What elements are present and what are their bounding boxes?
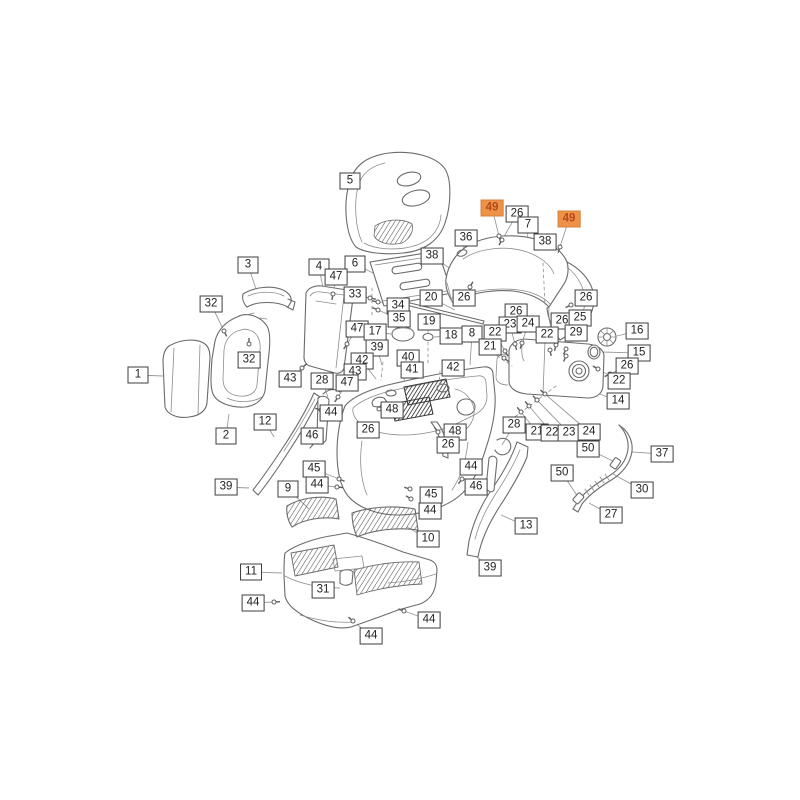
part-label-7[interactable]: 7 (517, 216, 539, 234)
part-label-44[interactable]: 44 (417, 611, 441, 629)
part-fuel-cap (391, 326, 434, 366)
part-grille-right (351, 506, 419, 538)
part-label-10[interactable]: 10 (416, 530, 440, 548)
part-label-36[interactable]: 36 (454, 229, 478, 247)
part-label-48[interactable]: 48 (443, 423, 467, 441)
part-label-17[interactable]: 17 (363, 323, 387, 341)
part-seat (345, 151, 451, 273)
fastener-glyphs (221, 233, 613, 624)
part-label-48[interactable]: 48 (380, 401, 404, 419)
part-label-41[interactable]: 41 (400, 361, 424, 379)
part-label-45[interactable]: 45 (419, 486, 443, 504)
part-label-49-highlighted[interactable]: 49 (557, 210, 581, 228)
part-support-rod (405, 301, 485, 325)
part-label-34[interactable]: 34 (386, 297, 410, 315)
part-label-44[interactable]: 44 (418, 502, 442, 520)
part-label-22[interactable]: 22 (535, 326, 559, 344)
part-label-28[interactable]: 28 (502, 416, 526, 434)
part-label-22[interactable]: 22 (483, 324, 507, 342)
part-label-44[interactable]: 44 (319, 404, 343, 422)
part-label-44[interactable]: 44 (305, 476, 329, 494)
part-label-12[interactable]: 12 (253, 413, 277, 431)
part-label-2[interactable]: 2 (215, 427, 237, 445)
part-label-44[interactable]: 44 (459, 458, 483, 476)
part-side-cowl (162, 339, 211, 418)
part-label-44[interactable]: 44 (359, 627, 383, 645)
part-label-4[interactable]: 4 (308, 258, 330, 276)
part-label-3[interactable]: 3 (237, 256, 259, 274)
part-label-31[interactable]: 31 (311, 581, 335, 599)
part-label-44[interactable]: 44 (241, 594, 265, 612)
part-label-26[interactable]: 26 (615, 357, 639, 375)
part-label-38[interactable]: 38 (420, 247, 444, 265)
part-label-37[interactable]: 37 (650, 445, 674, 463)
part-label-42[interactable]: 42 (441, 359, 465, 377)
part-drain-hose (572, 424, 633, 513)
part-label-26[interactable]: 26 (436, 436, 460, 454)
part-grille-left (286, 496, 340, 528)
part-label-1[interactable]: 1 (127, 366, 149, 384)
part-chassis (283, 532, 438, 629)
part-label-32[interactable]: 32 (199, 295, 223, 313)
part-label-47[interactable]: 47 (324, 268, 348, 286)
part-label-30[interactable]: 30 (630, 481, 654, 499)
part-label-50[interactable]: 50 (576, 440, 600, 458)
part-label-47[interactable]: 47 (335, 374, 359, 392)
part-label-35[interactable]: 35 (387, 310, 411, 328)
part-label-20[interactable]: 20 (419, 289, 443, 307)
part-label-32[interactable]: 32 (237, 351, 261, 369)
part-label-25[interactable]: 25 (568, 309, 592, 327)
part-label-49-highlighted[interactable]: 49 (480, 199, 504, 217)
part-label-26[interactable]: 26 (574, 289, 598, 307)
part-label-14[interactable]: 14 (606, 392, 630, 410)
part-right-rail (466, 441, 529, 558)
part-label-33[interactable]: 33 (343, 286, 367, 304)
part-label-24[interactable]: 24 (577, 423, 601, 441)
part-label-24[interactable]: 24 (516, 315, 540, 333)
part-label-45[interactable]: 45 (302, 460, 326, 478)
part-label-46[interactable]: 46 (300, 427, 324, 445)
part-label-39[interactable]: 39 (478, 559, 502, 577)
part-fuel-tank (486, 338, 605, 423)
part-label-11[interactable]: 11 (240, 563, 262, 581)
part-label-8[interactable]: 8 (461, 325, 483, 343)
part-label-28[interactable]: 28 (310, 372, 334, 390)
part-label-21[interactable]: 21 (478, 338, 502, 356)
part-label-22[interactable]: 22 (607, 372, 631, 390)
part-label-5[interactable]: 5 (339, 172, 361, 190)
part-label-26[interactable]: 26 (356, 421, 380, 439)
part-label-16[interactable]: 16 (625, 322, 649, 340)
part-label-9[interactable]: 9 (277, 480, 299, 498)
part-label-13[interactable]: 13 (514, 517, 538, 535)
part-label-27[interactable]: 27 (599, 506, 623, 524)
part-trim-bar (242, 286, 296, 311)
part-label-6[interactable]: 6 (344, 255, 366, 273)
part-label-29[interactable]: 29 (564, 324, 588, 342)
part-label-19[interactable]: 19 (417, 313, 441, 331)
part-label-38[interactable]: 38 (533, 233, 557, 251)
part-label-26[interactable]: 26 (452, 289, 476, 307)
part-label-43[interactable]: 43 (278, 370, 302, 388)
part-label-18[interactable]: 18 (439, 327, 463, 345)
part-label-46[interactable]: 46 (464, 478, 488, 496)
part-label-50[interactable]: 50 (550, 464, 574, 482)
part-label-39[interactable]: 39 (365, 339, 389, 357)
part-label-15[interactable]: 15 (627, 344, 651, 362)
part-label-39[interactable]: 39 (214, 478, 238, 496)
part-fan-wheel (587, 327, 617, 360)
